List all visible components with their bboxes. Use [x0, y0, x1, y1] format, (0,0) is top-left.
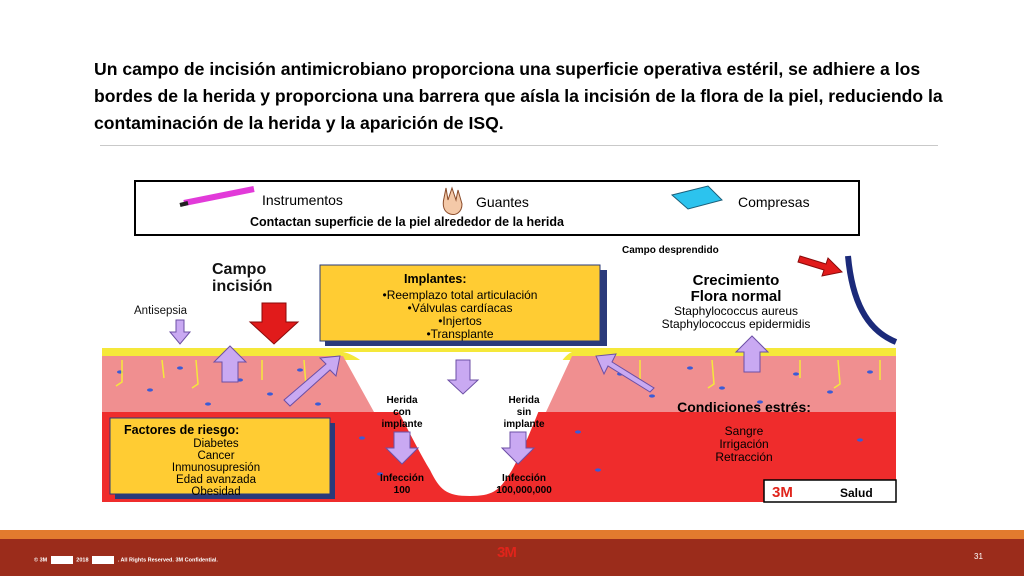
- implantes-item: •Válvulas cardíacas: [408, 301, 513, 315]
- condiciones-item: Retracción: [715, 450, 772, 464]
- incision-label: incisión: [212, 278, 272, 295]
- condiciones-title: Condiciones estrés:: [677, 399, 811, 415]
- glove-icon: [442, 186, 463, 215]
- implantes-box: Implantes: •Reemplazo total articulación…: [319, 264, 607, 346]
- 3m-logo: 3M: [772, 484, 793, 501]
- copyright-year: 2018: [76, 557, 89, 564]
- red-diagonal-arrow: [797, 255, 844, 277]
- lavender-arrows: [168, 319, 770, 465]
- footer-accent-bar: [0, 530, 1024, 539]
- banner-caption: Contactan superficie de la piel alrededo…: [250, 215, 565, 229]
- scalpel-icon: [179, 186, 255, 207]
- flora-title: Flora normal: [691, 288, 782, 305]
- condiciones-item: Sangre: [725, 424, 764, 438]
- footer-copyright: © 3M 2018 . All Rights Reserved. 3M Conf…: [34, 556, 218, 564]
- factores-item: Obesidad: [191, 486, 240, 498]
- factores-title: Factores de riesgo:: [124, 423, 239, 437]
- herida-sin-label: implante: [503, 419, 545, 430]
- gauze-icon: [670, 185, 723, 210]
- herida-sin-label: Herida: [508, 395, 540, 406]
- implantes-item: •Transplante: [426, 327, 493, 341]
- footer-3m-logo: 3M: [497, 544, 517, 561]
- campo-desprendido-label: Campo desprendido: [622, 245, 719, 256]
- 3m-salud-badge: 3M Salud: [763, 479, 897, 503]
- footer-redaction-box: [50, 556, 73, 564]
- infeccion-sin-label: Infección: [502, 473, 546, 484]
- salud-label: Salud: [840, 486, 873, 500]
- crecimiento-item: Staphylococcus epidermidis: [662, 317, 811, 331]
- factores-item: Inmunosupresión: [172, 462, 260, 474]
- factores-item: Cancer: [197, 450, 234, 462]
- heading-divider: [100, 145, 938, 146]
- herida-sin-label: sin: [517, 407, 531, 418]
- footer-redaction-box: [92, 556, 115, 564]
- crecimiento-item: Staphylococcus aureus: [674, 304, 798, 318]
- condiciones-item: Irrigación: [719, 437, 768, 451]
- herida-con-label: implante: [381, 419, 423, 430]
- compresas-label: Compresas: [738, 194, 810, 210]
- detached-drape-curve: [845, 255, 898, 345]
- crecimiento-title: Crecimiento: [693, 272, 780, 289]
- factores-box: Factores de riesgo: Diabetes Cancer Inmu…: [109, 417, 335, 499]
- hair-follicles: [115, 359, 881, 391]
- instrumentos-label: Instrumentos: [262, 192, 343, 208]
- herida-con-label: Herida: [386, 395, 418, 406]
- infeccion-sin-value: 100,000,000: [496, 485, 552, 496]
- copyright-rights: . All Rights Reserved. 3M Confidential.: [117, 557, 218, 564]
- herida-con-label: con: [393, 407, 411, 418]
- implantes-title: Implantes:: [404, 272, 467, 286]
- copyright-owner: © 3M: [34, 557, 48, 564]
- top-banner: Instrumentos Guantes Compresas Contactan…: [134, 180, 860, 236]
- guantes-label: Guantes: [476, 194, 529, 210]
- antisepsia-label: Antisepsia: [134, 305, 188, 317]
- page-number: 31: [974, 552, 983, 561]
- factores-item: Edad avanzada: [176, 474, 257, 486]
- red-down-arrow: [248, 302, 300, 345]
- infeccion-con-label: Infección: [380, 473, 424, 484]
- implantes-item: •Injertos: [438, 314, 482, 328]
- slide-heading: Un campo de incisión antimicrobiano prop…: [94, 59, 943, 133]
- implantes-item: •Reemplazo total articulación: [383, 288, 538, 302]
- factores-item: Diabetes: [193, 438, 239, 450]
- footer: [0, 539, 1024, 576]
- infeccion-con-value: 100: [394, 485, 411, 496]
- campo-label: Campo: [212, 261, 266, 278]
